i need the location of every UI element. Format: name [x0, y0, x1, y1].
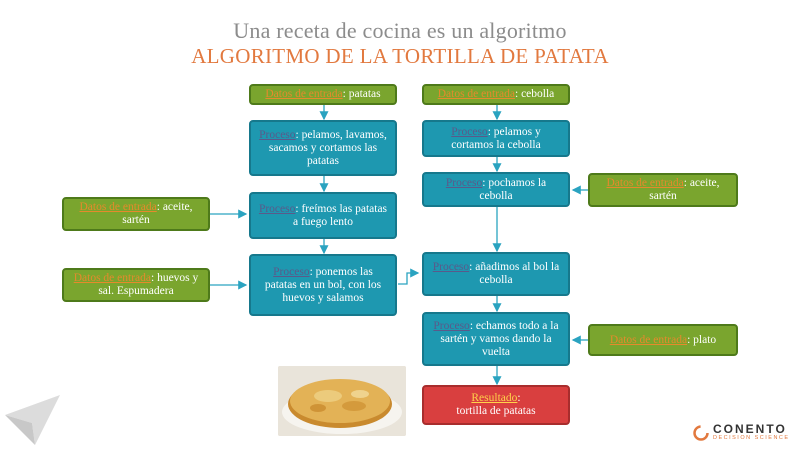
input-eggs-salt-text: : huevos y sal. Espumadera [98, 272, 199, 297]
logo-name: CONENTO [713, 422, 787, 436]
input-label: Datos de entrada [609, 333, 688, 346]
process-bowl-text: : ponemos las patatas en un bol, con los… [264, 265, 382, 304]
tortilla-icon [278, 366, 406, 436]
process-label: Proceso [451, 125, 488, 138]
input-oil-pan-2-text: : aceite, sartén [649, 177, 720, 202]
process-pan-flip-text: : echamos todo a la sartén y vamos dando… [440, 319, 559, 358]
input-label: Datos de entrada [73, 272, 151, 284]
input-onion-text: : cebolla [515, 88, 555, 100]
conento-logo: CONENTO DECISION SCIENCE [693, 423, 790, 442]
process-poach-onion-text: : pochamos la cebolla [479, 176, 547, 202]
process-label: Proceso [258, 202, 296, 215]
arrow-watermark-icon [5, 395, 60, 445]
process-add-onion-text: : añadimos al bol la cebolla [469, 261, 560, 286]
arrow-bowl-to-add-onion [398, 268, 420, 285]
process-peel-text: : pelamos, lavamos, sacamos y cortamos l… [268, 128, 387, 167]
input-onion-box: Datos de entrada: cebolla [422, 84, 570, 105]
process-peel-box: Proceso: pelamos, lavamos, sacamos y cor… [249, 120, 397, 176]
input-eggs-salt-box: Datos de entrada: huevos y sal. Espumade… [62, 268, 210, 302]
input-oil-pan-2-box: Datos de entrada: aceite, sartén [588, 173, 738, 207]
process-bowl-box: Proceso: ponemos las patatas en un bol, … [249, 254, 397, 316]
input-label: Datos de entrada [437, 88, 515, 100]
process-fry-text: : freímos las patatas a fuego lento [292, 202, 388, 228]
input-potatoes-box: Datos de entrada: patatas [249, 84, 397, 105]
input-oil-pan-text: : aceite, sartén [122, 201, 193, 226]
input-plate-box: Datos de entrada: plato [588, 324, 738, 356]
input-oil-pan-box: Datos de entrada: aceite, sartén [62, 197, 210, 231]
process-label: Proceso [432, 261, 470, 273]
slide-title: ALGORITMO DE LA TORTILLA DE PATATA [191, 44, 609, 68]
process-poach-onion-box: Proceso: pochamos la cebolla [422, 172, 570, 207]
result-colon: : [517, 392, 521, 404]
input-potatoes-text: : patatas [342, 88, 381, 100]
process-label: Proceso [433, 319, 470, 332]
process-pan-flip-box: Proceso: echamos todo a la sartén y vamo… [422, 312, 570, 366]
result-text: tortilla de patatas [456, 405, 536, 417]
result-label: Resultado [471, 392, 518, 404]
logo-tagline: DECISION SCIENCE [713, 435, 790, 441]
process-add-onion-box: Proceso: añadimos al bol la cebolla [422, 252, 570, 296]
conento-logo-icon [693, 424, 709, 441]
slide-subtitle: Una receta de cocina es un algoritmo [233, 18, 567, 43]
process-label: Proceso [445, 176, 483, 189]
input-label: Datos de entrada [79, 201, 157, 213]
process-cut-onion-box: Proceso: pelamos y cortamos la cebolla [422, 120, 570, 157]
process-label: Proceso [273, 265, 310, 278]
input-plate-text: : plato [687, 333, 717, 346]
input-label: Datos de entrada [606, 177, 684, 189]
result-box: Resultado: tortilla de patatas [422, 385, 570, 425]
tortilla-photo [278, 366, 406, 436]
process-cut-onion-text: : pelamos y cortamos la cebolla [451, 125, 541, 151]
input-label: Datos de entrada [265, 88, 343, 100]
process-label: Proceso [259, 128, 296, 141]
process-fry-box: Proceso: freímos las patatas a fuego len… [249, 192, 397, 239]
